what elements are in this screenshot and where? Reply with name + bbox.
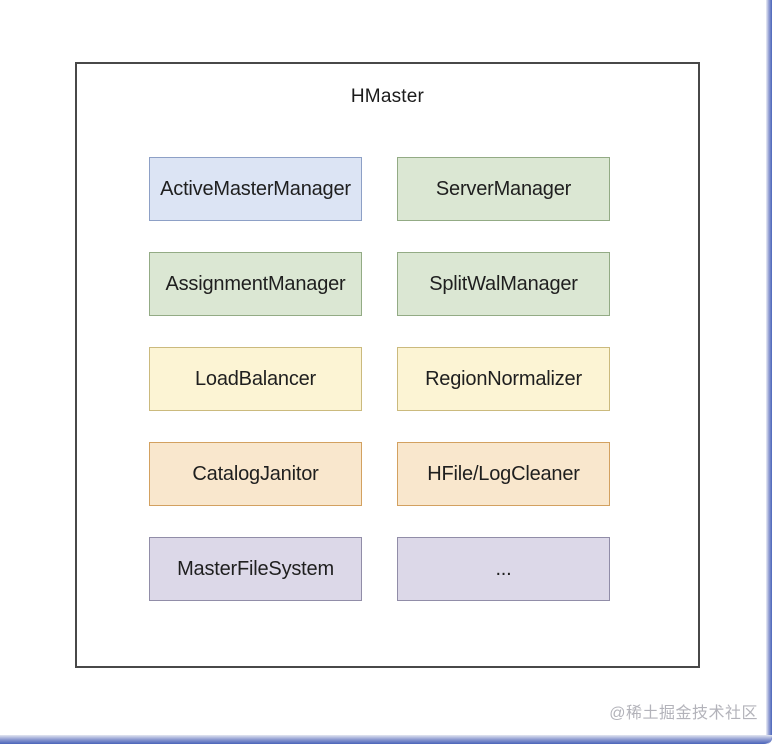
module-label: ... <box>495 557 512 580</box>
module-box: SplitWalManager <box>397 252 610 316</box>
module-box: ... <box>397 537 610 601</box>
module-box: MasterFileSystem <box>149 537 362 601</box>
module-box: LoadBalancer <box>149 347 362 411</box>
module-label: AssignmentManager <box>165 272 346 295</box>
module-box: RegionNormalizer <box>397 347 610 411</box>
module-box: ActiveMasterManager <box>149 157 362 221</box>
watermark: @稀土掘金技术社区 <box>609 705 758 722</box>
module-label: HFile/LogCleaner <box>427 462 580 485</box>
module-box: ServerManager <box>397 157 610 221</box>
hmaster-diagram: HMaster ActiveMasterManager ServerManager… <box>75 62 700 668</box>
module-label: ServerManager <box>435 177 572 200</box>
module-label: ActiveMasterManager <box>160 177 351 200</box>
diagram-title: HMaster <box>350 86 425 107</box>
page-edge-right <box>766 0 772 744</box>
module-label: MasterFileSystem <box>177 557 334 580</box>
module-label: RegionNormalizer <box>425 367 582 390</box>
module-label: CatalogJanitor <box>192 462 319 485</box>
module-box: AssignmentManager <box>149 252 362 316</box>
module-label: SplitWalManager <box>429 272 578 295</box>
module-label: LoadBalancer <box>194 367 317 390</box>
module-box: HFile/LogCleaner <box>397 442 610 506</box>
page-edge-bottom <box>0 735 772 744</box>
module-box: CatalogJanitor <box>149 442 362 506</box>
